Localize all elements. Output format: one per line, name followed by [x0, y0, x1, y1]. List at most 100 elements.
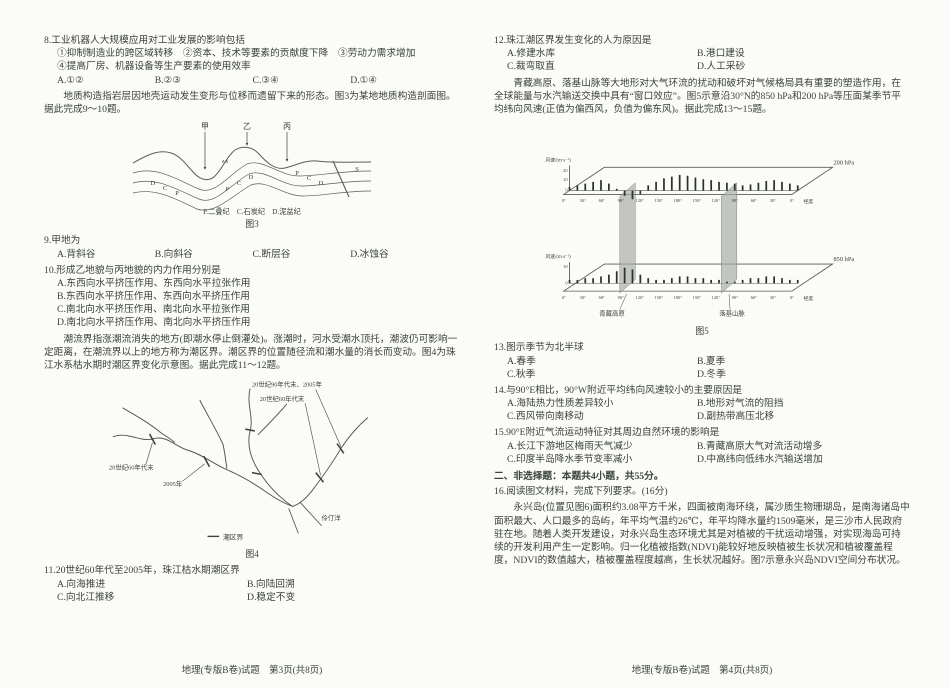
fig3-geologic-section: 甲 乙 丙 ∧∧ D C P P C D P C D	[132, 122, 372, 216]
lon-axis-label-top: 经度	[804, 198, 814, 205]
svg-text:30°: 30°	[580, 295, 586, 300]
svg-text:150°: 150°	[655, 295, 664, 300]
q12-stem: 12.珠江潮区界发生变化的人为原因是	[494, 35, 652, 46]
q13-option-d: D.冬季	[697, 368, 726, 380]
q13-option-b: B.夏季	[697, 355, 726, 367]
stratum-letter: C	[163, 185, 167, 192]
q13-stem: 13.图示季节为北半球	[494, 342, 584, 354]
fig4-river-map: 20世纪90年代末、2005年 20世纪60年代末 20世纪60年代末 2005…	[109, 380, 369, 542]
label-bing: 丙	[283, 122, 291, 131]
wind-bars-200hpa	[568, 175, 799, 200]
leader-lines	[145, 389, 342, 482]
label-yi: 乙	[243, 122, 251, 131]
q9-option-d: D.冰蚀谷	[350, 248, 389, 260]
figure-5: 20 10 0 10 0 风速/(m·s⁻¹) 风速/(m·s⁻¹) 经度 经度…	[494, 119, 910, 337]
tick: 10	[563, 177, 568, 182]
figure-3: 甲 乙 丙 ∧∧ D C P P C D P C D	[44, 119, 460, 230]
page-3-column: 8.工业机器人大规模应用对工业发展的影响包括 ①抑制制造业的跨区域转移 ②资本、…	[44, 34, 460, 676]
q9-stem: 9.甲地为	[44, 235, 81, 247]
q11-options: A.向海推进 B.向陆回溯 C.向北江推移 D.稳定不变	[44, 578, 460, 604]
stratum-letter: C	[237, 180, 241, 187]
q16-stem: 16.阅读图文材料，完成下列要求。(16分)	[494, 486, 668, 498]
stratum-letter: D	[319, 180, 324, 187]
q12-option-a: A.修建水库	[507, 48, 556, 60]
q14-option-a: A.海陆热力性质差异较小	[507, 398, 614, 410]
stratum-letter: P	[175, 190, 179, 197]
q8-options: A.①② B.②③ C.③④ D.①④	[44, 74, 448, 87]
q13-option-c: C.秋季	[507, 368, 536, 380]
stratum-letter: C	[307, 175, 311, 182]
q15-option-c: C.印度半岛降水季节变率减小	[507, 453, 633, 465]
q11-option-d: D.稳定不变	[247, 591, 296, 603]
q11-stem: 11.20世纪60年代至2005年，珠江枯水期潮区界	[44, 565, 240, 577]
svg-text:0°: 0°	[790, 295, 794, 300]
q11-option-c: C.向北江推移	[57, 591, 115, 603]
svg-text:90°: 90°	[732, 198, 738, 203]
q8-items-line1: ①抑制制造业的跨区域转移 ②资本、技术等要素的贡献度下降 ③劳动力需求增加	[57, 48, 416, 60]
svg-text:60°: 60°	[751, 198, 757, 203]
axis-ticks: 20 10 0 10 0	[563, 168, 568, 285]
pressure-surfaces	[562, 165, 834, 292]
svg-text:30°: 30°	[770, 295, 776, 300]
strata-lines	[132, 146, 372, 211]
tide-limit-marks	[148, 428, 345, 483]
svg-text:0°: 0°	[562, 295, 566, 300]
q14-option-c: C.西风带向南移动	[507, 411, 584, 423]
label-850hpa: 850 hPa	[834, 256, 855, 263]
fig4-annotations: 20世纪90年代末、2005年 20世纪60年代末 20世纪60年代末 2005…	[109, 380, 341, 522]
section-2-header: 二、非选择题：本题共4小题，共55分。	[494, 471, 664, 483]
pressure-labels: 200 hPa 850 hPa	[834, 160, 855, 264]
page-3-footer: 地理(专版B卷)试题 第3页(共8页)	[181, 666, 323, 677]
svg-text:0°: 0°	[562, 198, 566, 203]
svg-text:180°: 180°	[674, 198, 683, 203]
terrain-slabs	[619, 182, 738, 294]
terrain-labels: 青藏高原 落基山脉	[599, 294, 745, 317]
question-9: 9.甲地为 A.背斜谷 B.向斜谷 C.断层谷 D.冰蚀谷	[44, 234, 460, 260]
svg-text:30°: 30°	[580, 198, 586, 203]
stratum-letter: P	[225, 186, 229, 193]
q14-option-d: D.副热带高压北移	[697, 411, 775, 423]
q12-option-b: B.港口建设	[697, 48, 745, 60]
svg-text:120°: 120°	[636, 295, 645, 300]
q11-option-a: A.向海推进	[57, 578, 106, 590]
fold-mark: ∧∧	[221, 160, 229, 165]
longitude-labels-bottom: 0°30°60°90°120°150°180°150°120°90°60°30°…	[562, 295, 794, 300]
stratum-letter: D	[151, 180, 156, 187]
q8-option-d: D.①④	[350, 74, 378, 86]
longitude-labels-top: 0°30°60°90°120°150°180°150°120°90°60°30°…	[562, 198, 794, 203]
label-rockies: 落基山脉	[719, 308, 745, 317]
q10-option-a: A.东西向水平挤压作用、东西向水平拉张作用	[57, 277, 251, 289]
question-13: 13.图示季节为北半球 A.春季 B.夏季 C.秋季 D.冬季	[494, 341, 910, 381]
q8-option-c: C.③④	[252, 74, 279, 86]
question-8: 8.工业机器人大规模应用对工业发展的影响包括 ①抑制制造业的跨区域转移 ②资本、…	[44, 34, 460, 87]
q12-options: A.修建水库 B.港口建设 C.裁弯取直 D.人工采砂	[494, 47, 910, 73]
tibet-slab	[619, 182, 636, 294]
svg-text:0°: 0°	[790, 198, 794, 203]
svg-text:120°: 120°	[712, 295, 721, 300]
q11-option-b: B.向陆回溯	[247, 578, 295, 590]
rockies-slab	[721, 182, 738, 294]
q15-option-a: A.长江下游地区梅雨天气减少	[507, 440, 633, 452]
svg-text:90°: 90°	[618, 295, 624, 300]
wind-axis-label-top: 风速/(m·s⁻¹)	[545, 158, 571, 164]
svg-text:180°: 180°	[674, 295, 683, 300]
passage-tide: 潮流界指涨潮流消失的地方(即潮水停止倒灌处)。涨潮时，河水受潮水顶托，潮波仍可影…	[44, 333, 458, 372]
q8-stem: 8.工业机器人大规模应用对工业发展的影响包括	[44, 35, 246, 46]
annotation-90s-2005: 20世纪90年代末、2005年	[252, 380, 323, 389]
label-jia: 甲	[201, 122, 209, 131]
q15-stem: 15.90°E附近气流运动特征对其周边自然环境的影响是	[494, 427, 720, 439]
question-16: 16.阅读图文材料，完成下列要求。(16分) 永兴岛(位置见图6)面积约3.08…	[494, 485, 910, 567]
fig3-legend: P.二叠纪 C.石炭纪 D.泥盆纪	[203, 207, 301, 216]
svg-text:150°: 150°	[693, 198, 702, 203]
fig3-caption: 图3	[245, 219, 259, 230]
svg-text:60°: 60°	[599, 295, 605, 300]
tick: 0	[565, 280, 568, 285]
fig5-caption: 图5	[695, 326, 709, 337]
q8-option-b: B.②③	[154, 74, 182, 86]
q8-items-line2: ④提高厂房、机器设备等生产要素的使用效率	[57, 61, 251, 73]
svg-text:30°: 30°	[770, 198, 776, 203]
stratum-letter: D	[249, 174, 254, 181]
river-network	[112, 388, 369, 534]
q14-stem: 14.与90°E相比，90°W附近平均纬向风速较小的主要原因是	[494, 384, 743, 396]
